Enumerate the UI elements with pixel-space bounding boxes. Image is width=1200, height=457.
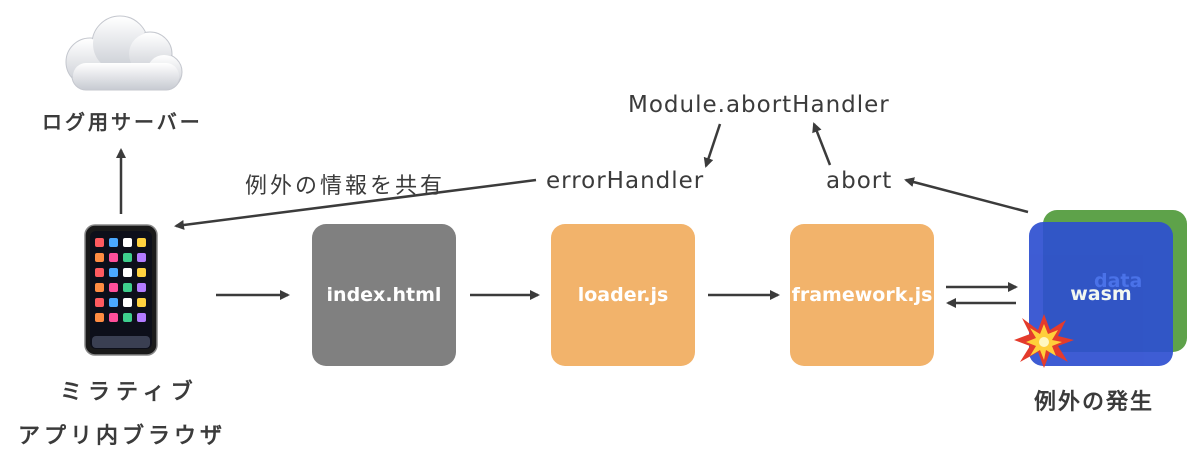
index-html-label: index.html: [326, 284, 442, 306]
browser-label-line2: アプリ内ブラウザ: [18, 424, 227, 449]
explosion-icon: [1014, 312, 1074, 370]
abort-handler-label: Module.abortHandler: [628, 92, 890, 118]
abort-label: abort: [826, 168, 893, 194]
arrow-abort-to-abort-handler: [812, 122, 832, 166]
arrow-wasm-to-abort: [904, 177, 1029, 214]
data-label: data: [1094, 270, 1143, 292]
browser-label-line1: ミラティブ: [60, 380, 199, 405]
smartphone-icon: [84, 224, 158, 356]
loader-js-node: loader.js: [551, 224, 695, 366]
framework-js-node: framework.js: [790, 224, 934, 366]
share-info-label: 例外の情報を共有: [245, 174, 446, 199]
loader-js-label: loader.js: [577, 284, 669, 306]
exception-label: 例外の発生: [1034, 390, 1155, 415]
wasm-label: wasm: [1070, 283, 1132, 305]
error-handler-label: errorHandler: [546, 168, 705, 194]
server-label: ログ用サーバー: [42, 110, 203, 134]
index-html-node: index.html: [312, 224, 456, 366]
arrow-error-handler-to-phone: [174, 178, 537, 230]
cloud-icon: [52, 10, 192, 100]
arrow-abort-handler-to-error-handler: [703, 123, 722, 168]
framework-js-label: framework.js: [791, 284, 933, 306]
